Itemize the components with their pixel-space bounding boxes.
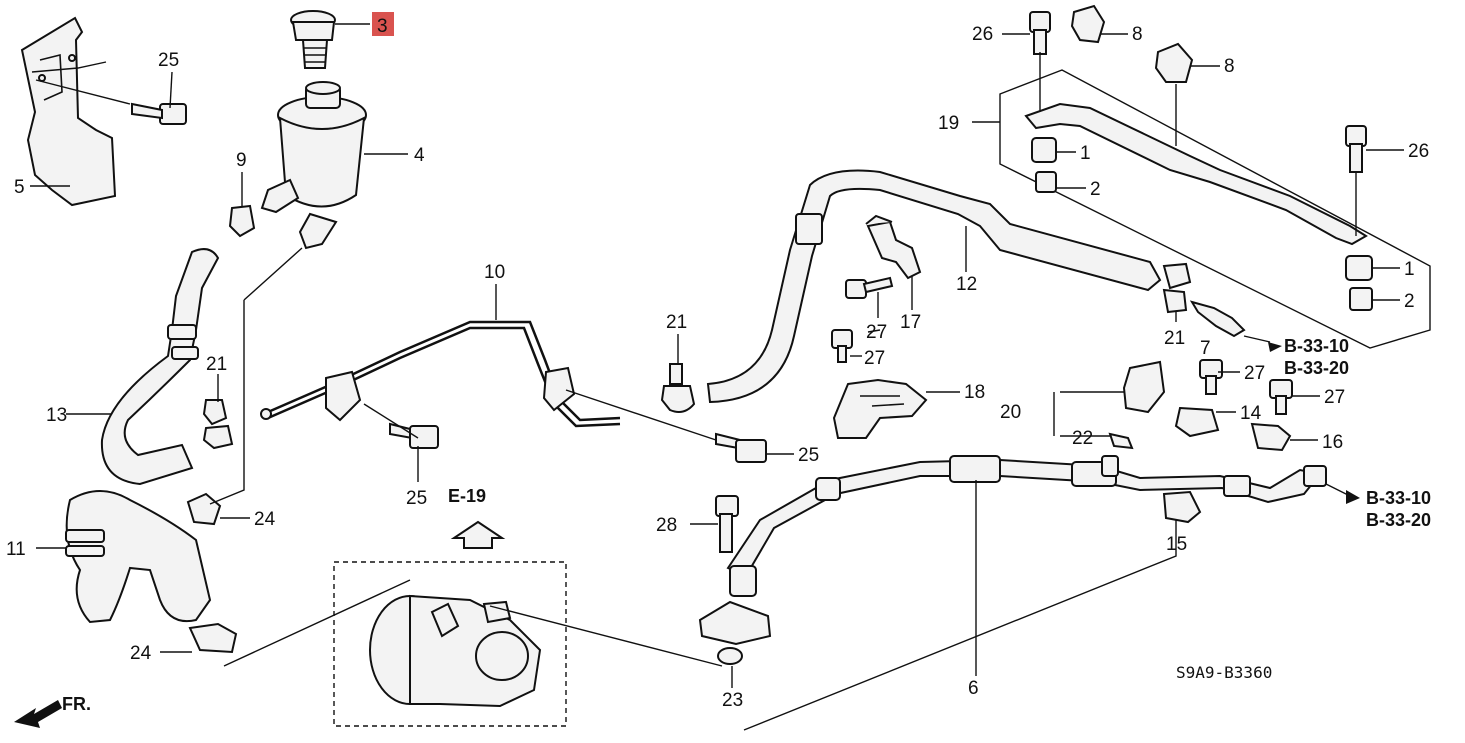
callout-22[interactable]: 22 (1072, 428, 1093, 449)
callout-25[interactable]: 25 (406, 488, 427, 509)
callout-27[interactable]: 27 (866, 322, 887, 343)
callout-18[interactable]: 18 (964, 382, 985, 403)
ref-b3320[interactable]: B-33-20 (1366, 510, 1431, 530)
front-label: FR. (62, 694, 91, 714)
callout-1[interactable]: 1 (1404, 259, 1415, 280)
callout-21[interactable]: 21 (666, 312, 687, 333)
fitting-part[interactable] (1189, 300, 1246, 338)
hose-clamp-part[interactable] (188, 622, 238, 654)
pressure-pipe-part[interactable] (260, 320, 621, 428)
callout-21[interactable]: 21 (1164, 328, 1185, 349)
callout-6[interactable]: 6 (968, 678, 979, 699)
ref-e19[interactable]: E-19 (448, 486, 486, 506)
callout-15[interactable]: 15 (1166, 534, 1187, 555)
front-arrow-icon (14, 700, 62, 728)
callout-1[interactable]: 1 (1080, 143, 1091, 164)
callout-26[interactable]: 26 (1408, 141, 1429, 162)
callout-17[interactable]: 17 (900, 312, 921, 333)
grommet-part[interactable] (1174, 406, 1220, 438)
hose-clamp-part[interactable] (660, 363, 696, 413)
bolt-part[interactable] (845, 276, 894, 299)
callout-27[interactable]: 27 (1324, 387, 1345, 408)
feed-hose-part[interactable] (698, 455, 1327, 646)
bolt-part[interactable] (1029, 11, 1051, 55)
callout-24[interactable]: 24 (254, 509, 276, 530)
callouts: 5 25 3 4 9 13 21 11 24 24 10 25 25 21 28… (6, 16, 1429, 711)
callout-10[interactable]: 10 (484, 262, 505, 283)
bolt-part[interactable] (715, 495, 739, 553)
bolt-part[interactable] (715, 432, 767, 463)
callout-4[interactable]: 4 (414, 145, 425, 166)
callout-9[interactable]: 9 (236, 150, 247, 171)
callout-8[interactable]: 8 (1224, 56, 1235, 77)
hose-clamp-part[interactable] (202, 399, 234, 450)
bolt-part[interactable] (831, 329, 853, 363)
ref-b3310[interactable]: B-33-10 (1284, 336, 1349, 356)
callout-19[interactable]: 19 (938, 113, 959, 134)
callout-2[interactable]: 2 (1404, 291, 1415, 312)
bracket-part[interactable] (20, 16, 117, 207)
callout-27[interactable]: 27 (864, 348, 885, 369)
ref-b3310[interactable]: B-33-10 (1366, 488, 1431, 508)
callout-2[interactable]: 2 (1090, 179, 1101, 200)
pressure-switch-part[interactable] (1122, 360, 1166, 414)
callout-16[interactable]: 16 (1322, 432, 1343, 453)
reservoir-part[interactable] (260, 81, 367, 250)
washer-part[interactable] (717, 647, 743, 665)
hose-bracket-part[interactable] (832, 378, 928, 439)
return-line-hose-part[interactable] (706, 169, 1162, 404)
up-arrow-icon (450, 520, 506, 549)
callout-26[interactable]: 26 (972, 24, 993, 45)
callout-12[interactable]: 12 (956, 274, 977, 295)
callout-20[interactable]: 20 (1000, 402, 1021, 423)
highlight-box (372, 12, 394, 36)
o-ring-part[interactable] (1108, 432, 1134, 450)
callout-25[interactable]: 25 (158, 50, 179, 71)
reservoir-cap-part[interactable] (290, 10, 336, 69)
hose-bracket-part[interactable] (865, 214, 922, 280)
grommet-part[interactable] (1162, 490, 1202, 524)
callout-25[interactable]: 25 (798, 445, 819, 466)
callout-28[interactable]: 28 (656, 515, 677, 536)
callout-11[interactable]: 11 (6, 539, 26, 560)
grommet-part[interactable] (1031, 137, 1373, 281)
return-hose-part[interactable] (100, 248, 220, 486)
bolt-part[interactable] (1269, 379, 1293, 415)
hose-clamp-part[interactable] (1162, 262, 1192, 314)
leader-lines (30, 23, 1404, 731)
hose-clamp-part[interactable] (1250, 422, 1292, 452)
callout-21[interactable]: 21 (206, 354, 227, 375)
hose-clamp-part[interactable] (186, 492, 222, 526)
hose-clamp-part[interactable] (228, 204, 256, 238)
bolt-part[interactable] (389, 422, 439, 449)
arrow-icon (1268, 342, 1360, 504)
bolt-part[interactable] (131, 102, 187, 125)
suction-hose-part[interactable] (65, 490, 212, 624)
diagram-code: S9A9-B3360 (1176, 663, 1272, 682)
collar-part[interactable] (1035, 171, 1373, 311)
clip-part[interactable] (1154, 42, 1194, 83)
bolt-part[interactable] (1345, 125, 1367, 173)
callout-13[interactable]: 13 (46, 405, 67, 426)
mounting-bracket-part[interactable] (1024, 102, 1368, 246)
callout-23[interactable]: 23 (722, 690, 743, 711)
callout-3[interactable]: 3 (377, 16, 388, 37)
reference-labels: E-19 B-33-10 B-33-20 B-33-10 B-33-20 (448, 336, 1431, 530)
callout-14[interactable]: 14 (1240, 403, 1262, 424)
callout-27[interactable]: 27 (1244, 363, 1265, 384)
ref-b3320[interactable]: B-33-20 (1284, 358, 1349, 378)
bolt-part[interactable] (1199, 359, 1223, 395)
clip-part[interactable] (1070, 4, 1106, 44)
callout-5[interactable]: 5 (14, 177, 25, 198)
callout-7[interactable]: 7 (1200, 338, 1211, 359)
bracket-panel (999, 69, 1431, 349)
callout-8[interactable]: 8 (1132, 24, 1143, 45)
callout-24[interactable]: 24 (130, 643, 152, 664)
power-steering-pump[interactable] (333, 561, 567, 727)
